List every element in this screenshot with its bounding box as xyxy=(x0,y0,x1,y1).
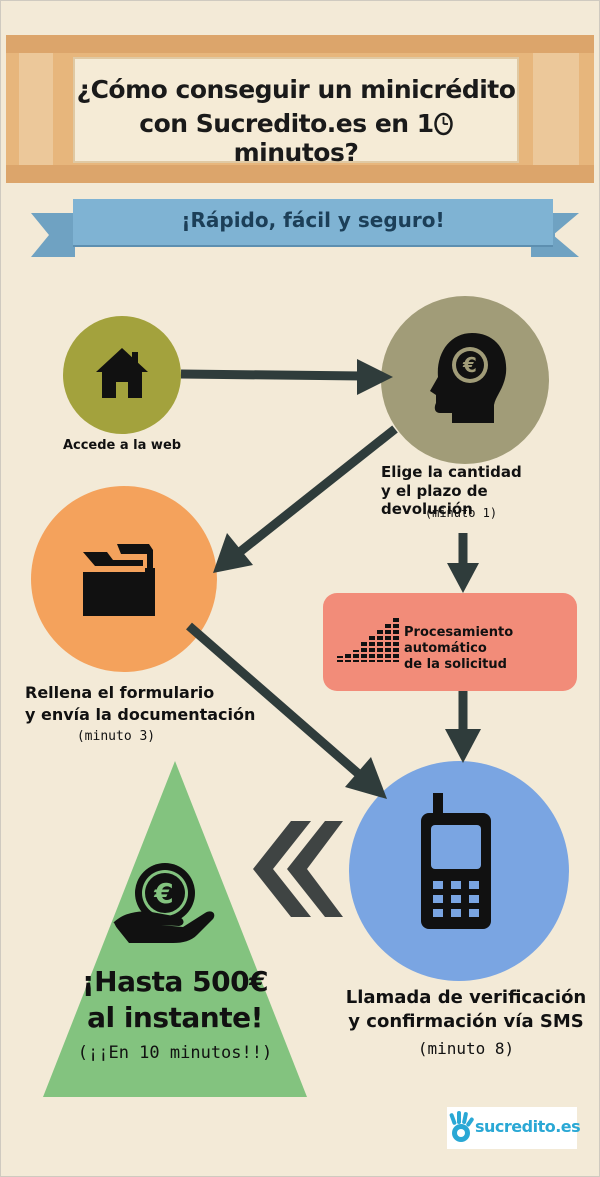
header-post-right xyxy=(533,53,579,165)
title-line-2-start: con Sucredito.es en 1 xyxy=(139,109,434,138)
svg-text:€: € xyxy=(462,353,477,377)
signal-bars-icon xyxy=(337,618,399,662)
brand-logo xyxy=(447,1107,577,1149)
step-choose-time: (minuto 1) xyxy=(424,506,498,520)
mobile-phone-icon xyxy=(421,793,491,929)
euro-hand-icon: € xyxy=(112,863,215,944)
double-chevron-left-icon xyxy=(253,821,343,917)
arrow-web-to-choose xyxy=(180,359,393,395)
process-label: Procesamiento automático de la solicitud xyxy=(404,625,576,673)
step-choose-label-line-1: Elige la cantidad xyxy=(381,463,522,481)
arrow-choose-to-process xyxy=(447,533,479,593)
ribbon-notch-right xyxy=(553,213,579,257)
step-web-label: Accede a la web xyxy=(62,438,182,453)
hand-logo-icon xyxy=(449,1111,474,1142)
arrow-form-to-call xyxy=(186,622,387,799)
result-label-line-3: (¡¡En 10 minutos!!) xyxy=(77,1043,273,1063)
title-panel xyxy=(73,57,519,163)
arrow-process-to-call xyxy=(445,691,481,763)
step-form-label-line-2: y envía la documentación xyxy=(25,705,256,724)
process-label-line-1: Procesamiento automático xyxy=(404,625,514,656)
ribbon-tail-left xyxy=(49,213,75,257)
step-choose-label-line-2: y el plazo de devolución xyxy=(381,482,488,518)
ribbon-notch-left xyxy=(31,213,49,257)
title-line-1: ¿Cómo conseguir un minicrédito xyxy=(76,75,516,104)
result-label-line-1: ¡Hasta 500€ xyxy=(81,965,269,998)
step-form-label-line-1: Rellena el formulario xyxy=(25,683,215,702)
arrow-choose-to-form xyxy=(213,425,398,573)
house-icon xyxy=(96,348,148,398)
step-call-label-line-2: y confirmación vía SMS xyxy=(348,1011,584,1032)
result-label-line-2: al instante! xyxy=(87,1001,263,1034)
process-label-line-2: de la solicitud xyxy=(404,657,507,672)
euro-head-icon: € xyxy=(430,333,507,423)
svg-text:€: € xyxy=(153,877,173,910)
ribbon-text: ¡Rápido, fácil y seguro! xyxy=(181,208,445,232)
header-stripe-top xyxy=(6,35,594,53)
step-form-time: (minuto 3) xyxy=(76,729,156,744)
title-line-2: con Sucredito.es en 1 minutos? xyxy=(73,109,519,167)
ribbon-banner xyxy=(73,199,553,245)
step-call-label-line-1: Llamada de verificación xyxy=(345,987,587,1008)
header-post-left xyxy=(19,53,53,165)
step-call-time: (minuto 8) xyxy=(417,1039,515,1058)
clock-icon xyxy=(433,112,453,136)
folder-icon xyxy=(83,544,155,616)
brand-logo-text: sucredito.es xyxy=(475,1117,581,1136)
header-stripe-bottom xyxy=(6,165,594,183)
title-line-2-end: minutos? xyxy=(233,138,359,167)
